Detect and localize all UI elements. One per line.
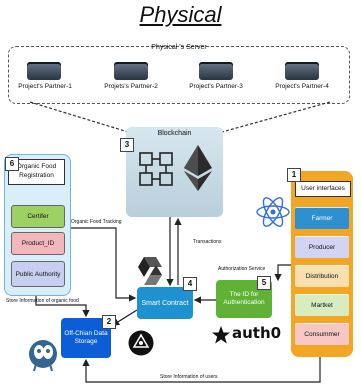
server-icon xyxy=(285,62,319,80)
blockchain-box: Blockchain xyxy=(126,127,223,217)
edge-label-store-organic: Store Information of organic food xyxy=(6,298,79,304)
badge-2: 2 xyxy=(102,315,116,329)
distribution-item: Distribution xyxy=(295,265,349,287)
auth0-star-icon xyxy=(212,326,230,344)
partner-label-3: Project's Partner-3 xyxy=(189,83,243,90)
server-group: Physical 's Server Project's Partner-1 P… xyxy=(8,44,350,104)
blockchain-label: Blockchain xyxy=(157,130,192,137)
badge-5: 5 xyxy=(257,276,271,290)
public-authority-item: Public Authority xyxy=(11,261,65,287)
market-item: Martket xyxy=(295,294,349,316)
badge-6: 6 xyxy=(5,157,19,171)
solidity-icon xyxy=(138,257,162,285)
react-icon xyxy=(256,197,290,227)
partner-label-1: Project's Partner-1 xyxy=(18,83,72,90)
partner-label-4: Project's Partner-4 xyxy=(275,83,329,90)
edge-label-store-users: Store Information of users xyxy=(160,374,218,380)
id-authentication-box: The ID for Authentication xyxy=(216,280,272,318)
consumer-item: Consummer xyxy=(295,323,349,345)
producer-item: Producer xyxy=(295,236,349,258)
server-icon xyxy=(114,62,148,80)
server-title: Physical 's Server xyxy=(151,44,207,51)
farmer-item: Farmer xyxy=(295,207,349,229)
partner-label-2: Projets's Partner-2 xyxy=(104,83,158,90)
postgresql-icon xyxy=(29,340,57,372)
auth0-logo: auth0 xyxy=(232,324,282,342)
organic-registration-panel: Organic Food Registration Certifer Produ… xyxy=(4,154,71,296)
badge-1: 1 xyxy=(287,168,301,182)
edge-label-auth-service: Authorization Service xyxy=(218,266,266,272)
server-icon xyxy=(27,62,61,80)
product-id-item: Product_ID xyxy=(11,232,65,255)
server-icon xyxy=(199,62,233,80)
smart-contract-box: Smart Contract xyxy=(137,287,193,319)
badge-3: 3 xyxy=(120,138,134,152)
page-title: Physical xyxy=(139,2,222,27)
user-interfaces-header: User interfaces xyxy=(295,181,351,197)
ethereum-icon xyxy=(184,145,212,191)
blockchain-cubes-icon xyxy=(139,152,173,186)
edge-label-organic-tracking: Organic Food Tracking xyxy=(71,219,122,225)
certifier-item: Certifer xyxy=(11,205,65,228)
user-interfaces-panel: User interfaces Farmer Producer Distribu… xyxy=(291,171,353,357)
edge-label-transactions: Transactions xyxy=(193,239,222,245)
badge-4: 4 xyxy=(183,277,197,291)
graph-protocol-icon xyxy=(128,330,154,356)
